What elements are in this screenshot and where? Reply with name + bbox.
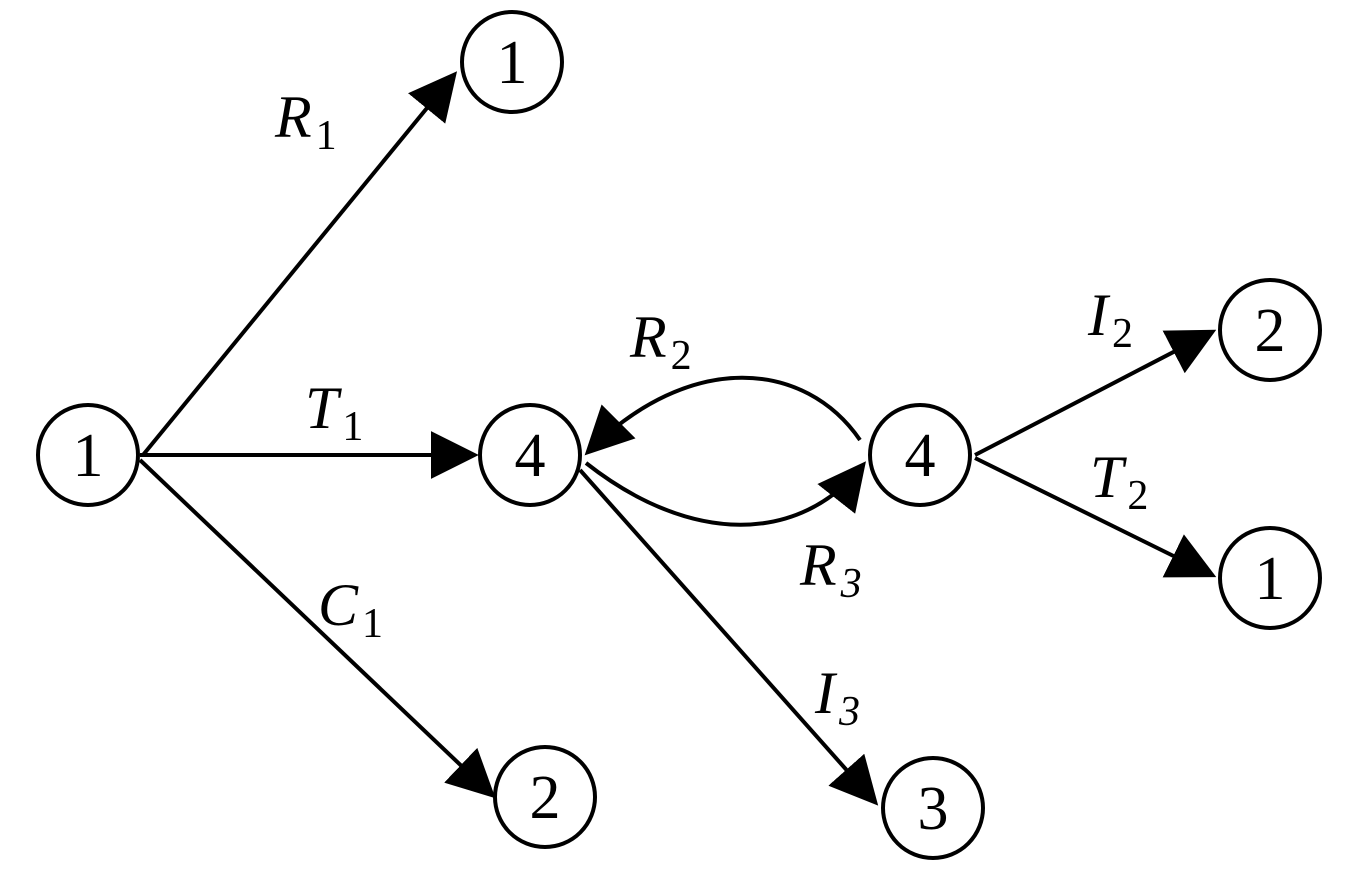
label-subscript: 2 — [671, 333, 692, 379]
edges — [138, 71, 1217, 806]
label-subscript: 2 — [1127, 473, 1148, 519]
label-letter: I — [1087, 282, 1111, 348]
edge-label-R3: R3 — [799, 532, 862, 607]
label-subscript: 1 — [316, 113, 337, 159]
label-letter: R — [799, 532, 837, 598]
edge-labels: R1 T1 C1 R2 R3 I3 I2 T2 — [274, 84, 1148, 735]
node-label: 2 — [1255, 297, 1286, 365]
edge-label-I3: I3 — [814, 660, 860, 735]
label-letter: T — [1090, 444, 1127, 510]
node-label: 1 — [497, 29, 528, 97]
edge-label-R1: R1 — [274, 84, 337, 159]
node-2-right: 2 — [1218, 278, 1322, 382]
edge-I3 — [578, 468, 879, 806]
node-1-top: 1 — [460, 10, 564, 114]
node-1-left: 1 — [36, 403, 140, 507]
node-label: 1 — [73, 422, 104, 490]
edge-T2 — [974, 456, 1217, 578]
node-label: 2 — [530, 764, 561, 832]
edge-C1 — [138, 458, 496, 799]
node-label: 4 — [515, 422, 546, 490]
node-2-bottom: 2 — [493, 745, 597, 849]
label-subscript: 3 — [840, 561, 862, 607]
edge-label-I2: I2 — [1087, 282, 1133, 357]
node-label: 4 — [905, 422, 936, 490]
edge-label-C1: C1 — [318, 572, 383, 647]
node-label: 1 — [1255, 545, 1286, 613]
nodes: 1 1 4 2 4 3 2 1 — [36, 10, 1322, 860]
label-letter: R — [629, 304, 667, 370]
edge-I2 — [974, 329, 1217, 457]
label-subscript: 1 — [342, 404, 363, 450]
label-letter: C — [318, 572, 359, 638]
edge-R1 — [141, 71, 458, 457]
node-1-right: 1 — [1218, 526, 1322, 630]
node-4-right: 4 — [868, 403, 972, 507]
node-3-bottom: 3 — [881, 756, 985, 860]
label-letter: T — [305, 375, 342, 441]
edge-label-T1: T1 — [305, 375, 363, 450]
label-letter: I — [814, 660, 838, 726]
edge-label-T2: T2 — [1090, 444, 1148, 519]
node-label: 3 — [918, 775, 949, 843]
node-4-mid: 4 — [478, 403, 582, 507]
label-letter: R — [274, 84, 312, 150]
edge-R2 — [584, 375, 862, 456]
edge-label-R2: R2 — [629, 304, 692, 379]
label-subscript: 2 — [1112, 311, 1133, 357]
edge-R3 — [584, 461, 866, 527]
label-subscript: 1 — [362, 601, 383, 647]
label-subscript: 3 — [838, 689, 860, 735]
